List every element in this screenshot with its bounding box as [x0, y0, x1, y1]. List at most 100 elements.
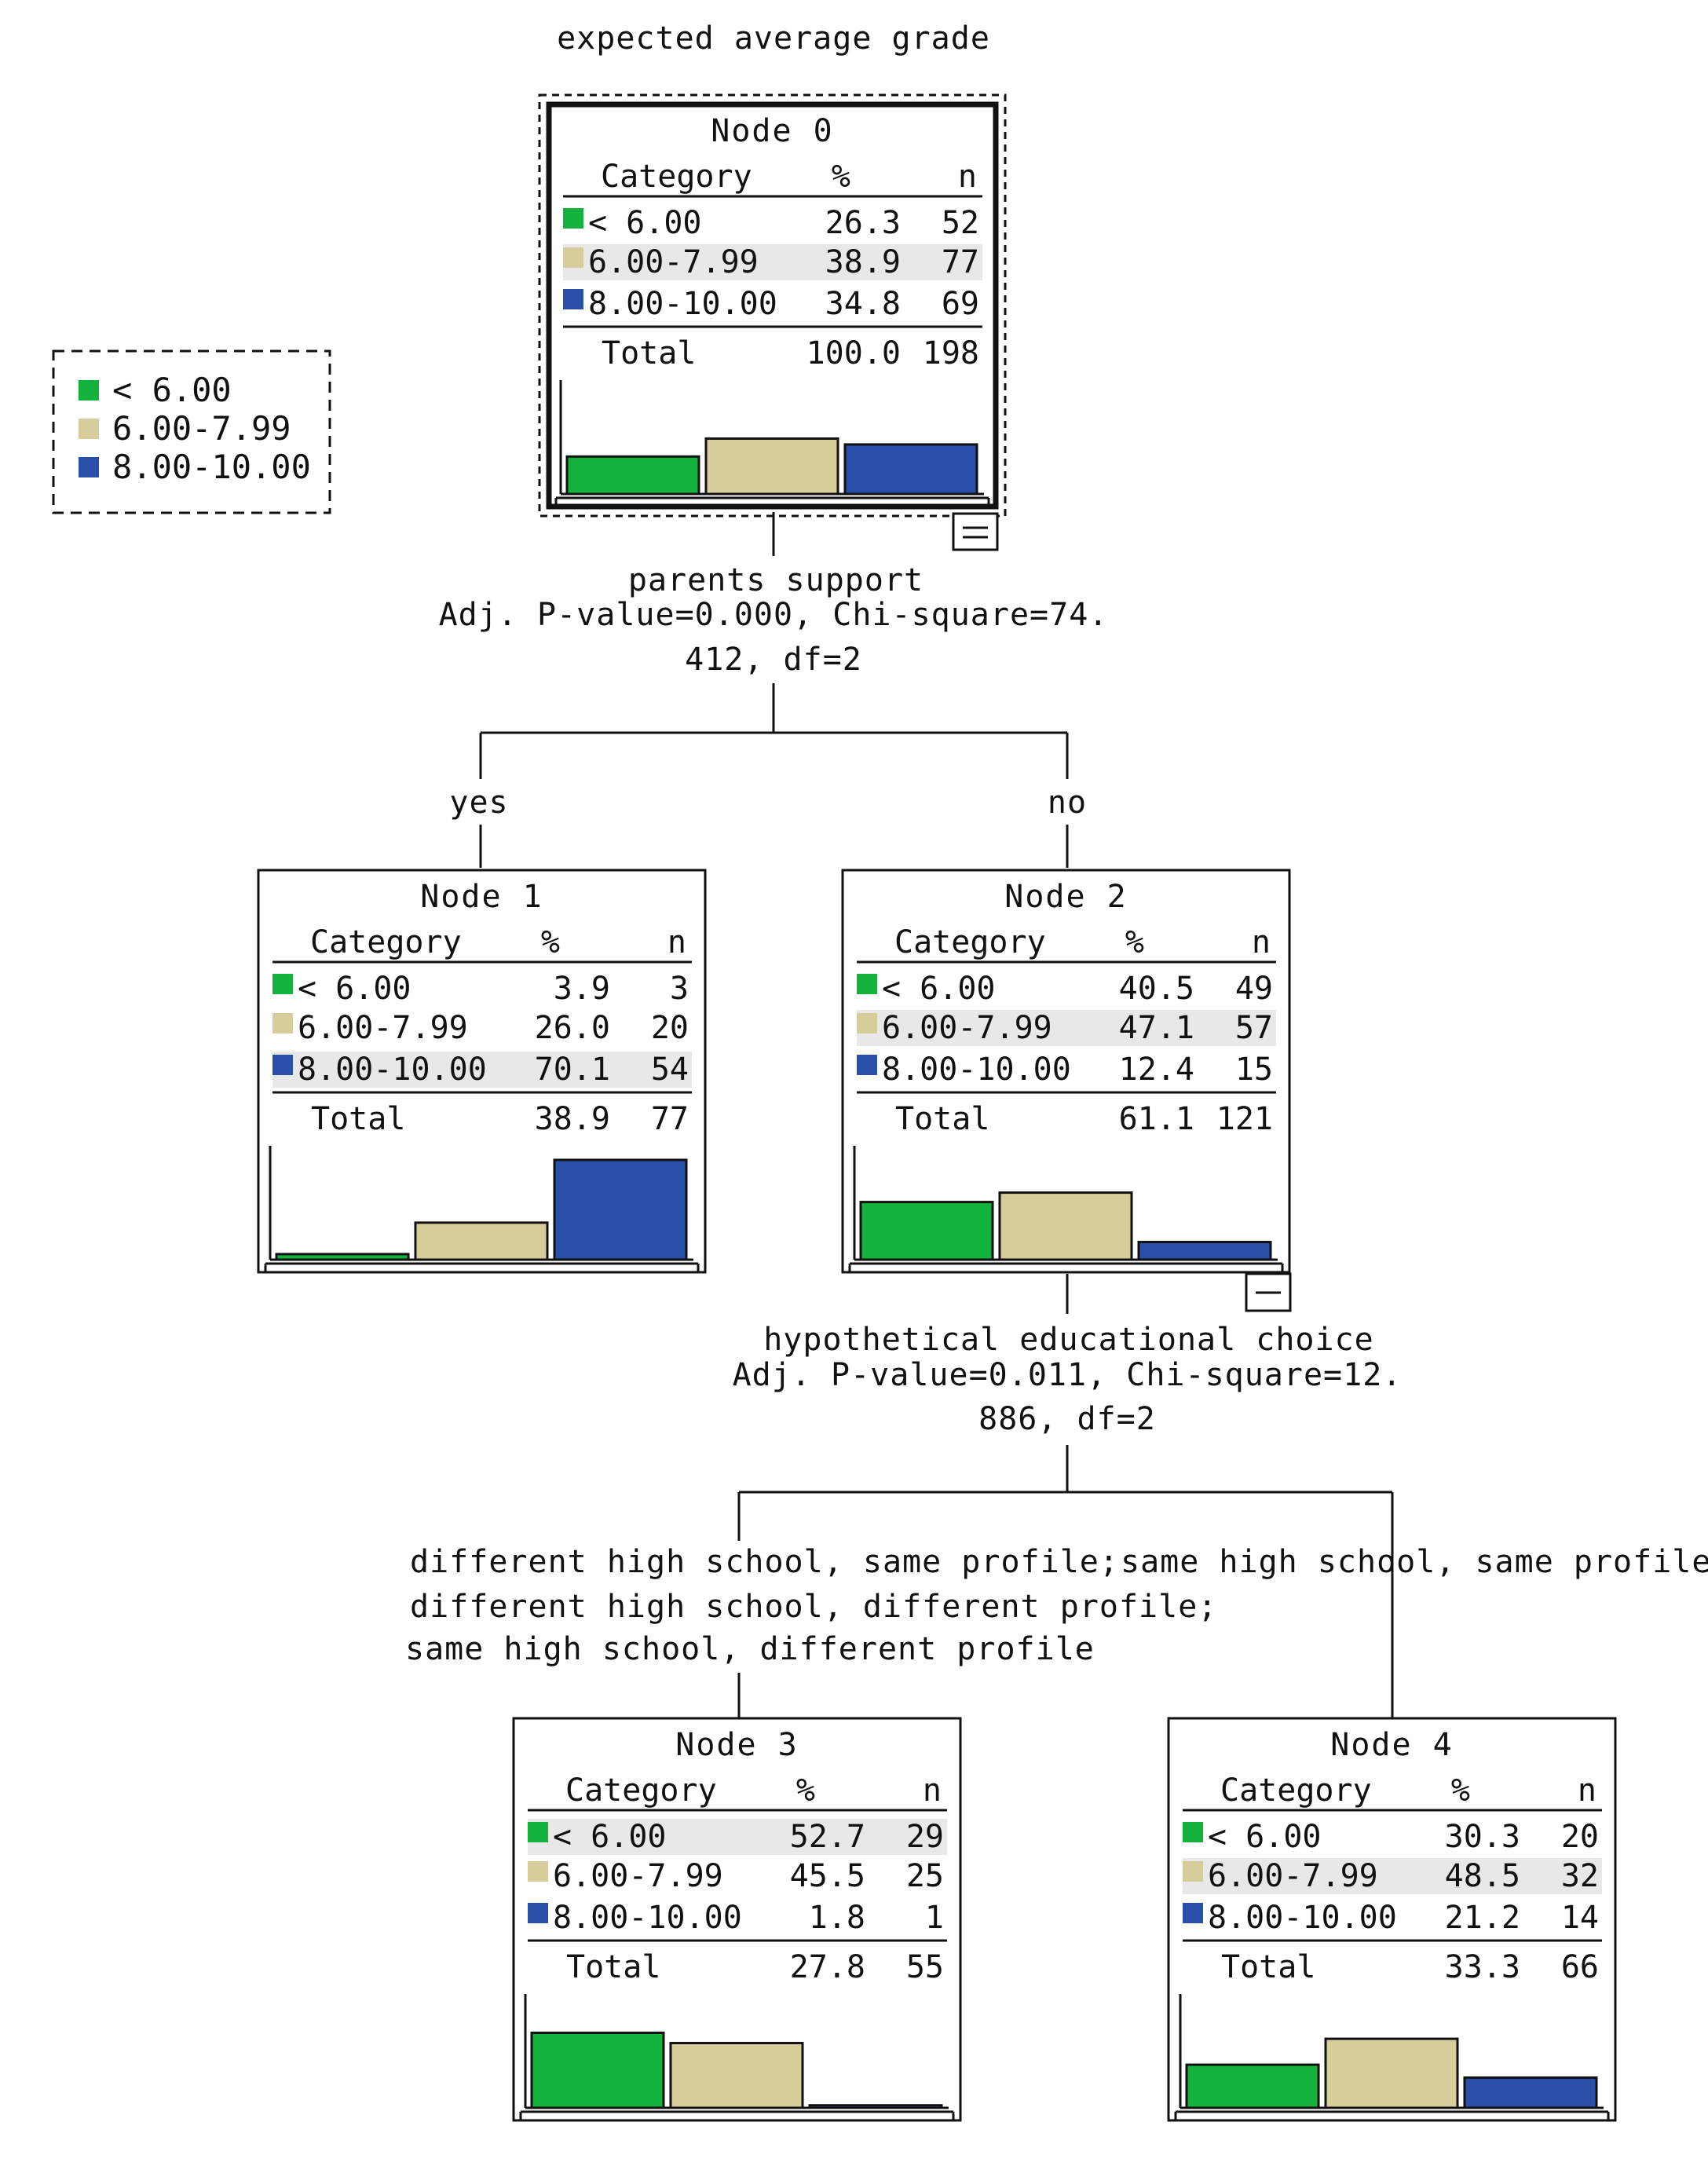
category-swatch: [272, 1013, 293, 1033]
row-category: 8.00-10.00: [298, 1052, 487, 1088]
collapse-box[interactable]: [952, 512, 999, 551]
row-category: 6.00-7.99: [298, 1010, 468, 1046]
row-highlight: [528, 1819, 947, 1855]
connectors: [479, 512, 1394, 1718]
legend-swatch-mid: [79, 419, 99, 439]
category-swatch: [857, 1055, 877, 1075]
table-row: < 6.00 52.7 29: [528, 1819, 947, 1855]
split-label-parents-support: parents support Adj. P-value=0.000, Chi-…: [439, 562, 1109, 678]
total-n: 55: [906, 1949, 944, 1985]
col-header-n: n: [1578, 1772, 1596, 1809]
row-n: 20: [651, 1010, 689, 1046]
col-header-percent: %: [796, 1772, 815, 1809]
legend-frame: [52, 349, 331, 514]
histogram-bar: [530, 2031, 665, 2109]
node-title: Node 3: [675, 1727, 799, 1763]
col-header-n: n: [1252, 924, 1271, 960]
branch-label-line: different high school, different profile…: [410, 1589, 1217, 1625]
row-category: 8.00-10.00: [553, 1900, 742, 1936]
row-n: 1: [925, 1900, 944, 1936]
row-percent: 21.2: [1445, 1900, 1520, 1936]
row-n: 49: [1235, 971, 1273, 1007]
row-n: 32: [1561, 1858, 1599, 1894]
row-percent: 1.8: [809, 1900, 865, 1936]
histogram-bar: [414, 1221, 549, 1261]
col-header-percent: %: [832, 159, 850, 195]
node-title: Node 0: [711, 113, 834, 149]
category-swatch: [857, 1013, 877, 1033]
category-swatch: [528, 1903, 548, 1923]
collapse-button-node-0[interactable]: [952, 512, 999, 551]
branch-label-right: same high school, same profile: [1121, 1544, 1708, 1580]
row-highlight: [563, 244, 982, 280]
split-variable: parents support: [628, 562, 923, 598]
histogram-bar: [1463, 2076, 1598, 2109]
col-header-category: Category: [1220, 1772, 1372, 1809]
row-category: 6.00-7.99: [588, 244, 759, 280]
col-header-n: n: [667, 924, 686, 960]
split-statistics: Adj. P-value=0.011, Chi-square=12.: [733, 1357, 1403, 1393]
row-n: 25: [906, 1858, 944, 1894]
row-n: 15: [1235, 1052, 1273, 1088]
row-n: 54: [651, 1052, 689, 1088]
collapse-button-node-2[interactable]: [1245, 1272, 1292, 1312]
legend-item: 6.00-7.99: [79, 409, 291, 448]
category-swatch: [857, 974, 877, 994]
node-title: Node 2: [1004, 879, 1128, 915]
total-percent: 38.9: [535, 1101, 610, 1137]
row-percent: 30.3: [1445, 1819, 1520, 1855]
total-n: 121: [1216, 1101, 1273, 1137]
row-percent: 47.1: [1119, 1010, 1194, 1046]
histogram-bar: [565, 455, 700, 496]
node-title: Node 4: [1330, 1727, 1454, 1763]
category-swatch: [272, 974, 293, 994]
legend-swatch-lt6: [79, 380, 99, 401]
row-category: < 6.00: [553, 1819, 667, 1855]
row-n: 77: [942, 244, 979, 280]
total-n: 66: [1561, 1949, 1599, 1985]
col-header-category: Category: [565, 1772, 717, 1809]
branch-label-line: different high school, same profile;: [410, 1544, 1119, 1580]
histogram-bar: [998, 1191, 1133, 1261]
row-percent: 3.9: [554, 971, 610, 1007]
row-percent: 26.0: [535, 1010, 610, 1046]
row-n: 57: [1235, 1010, 1273, 1046]
total-label: Total: [602, 335, 696, 371]
col-header-n: n: [923, 1772, 942, 1809]
row-n: 20: [1561, 1819, 1599, 1855]
total-label: Total: [1221, 1949, 1315, 1985]
histogram-bar: [275, 1253, 410, 1261]
split-variable: hypothetical educational choice: [763, 1322, 1374, 1358]
row-n: 69: [942, 286, 979, 322]
split-statistics-cont: 412, df=2: [685, 642, 862, 678]
row-percent: 40.5: [1119, 971, 1194, 1007]
row-category: 8.00-10.00: [588, 286, 777, 322]
split-statistics-cont: 886, df=2: [978, 1401, 1156, 1437]
histogram-bar: [1137, 1241, 1272, 1261]
row-percent: 52.7: [790, 1819, 865, 1855]
histogram-bar: [859, 1201, 994, 1261]
split-label-educational-choice: hypothetical educational choice Adj. P-v…: [733, 1322, 1403, 1437]
row-n: 29: [906, 1819, 944, 1855]
total-label: Total: [311, 1101, 405, 1137]
selection-frame: [538, 93, 1007, 518]
legend-item: < 6.00: [79, 371, 232, 409]
branch-label-no: no: [1048, 785, 1087, 821]
split-statistics: Adj. P-value=0.000, Chi-square=74.: [439, 597, 1109, 633]
total-label: Total: [566, 1949, 660, 1985]
row-percent: 12.4: [1119, 1052, 1194, 1088]
col-header-category: Category: [894, 924, 1046, 960]
